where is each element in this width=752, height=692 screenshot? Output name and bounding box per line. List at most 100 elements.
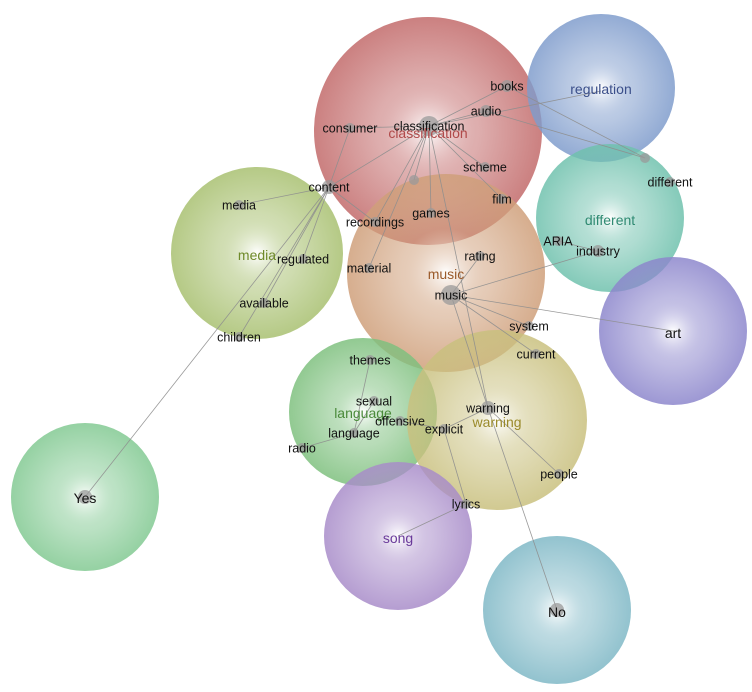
term-node-classification_t[interactable] xyxy=(419,116,439,136)
edge-music_t-art_c xyxy=(450,294,674,332)
cluster-label-art: art xyxy=(665,325,681,341)
term-label-recordings: recordings xyxy=(346,216,404,230)
edge-language_t-radio xyxy=(301,432,355,449)
term-label-sexual: sexual xyxy=(356,395,392,409)
cluster-bubble-regulation[interactable] xyxy=(527,14,675,162)
edge-lyrics-song_c xyxy=(397,503,467,537)
term-node-audio[interactable] xyxy=(480,105,492,117)
edge-classification_t-books xyxy=(428,85,508,127)
term-node-content[interactable] xyxy=(322,180,336,194)
term-node-scheme[interactable] xyxy=(480,162,490,172)
term-label-offensive: offensive xyxy=(375,415,425,429)
term-label-content: content xyxy=(308,181,350,195)
edge-warning_t-people xyxy=(487,407,560,475)
term-node-explicit[interactable] xyxy=(439,424,449,434)
edge-explicit-lyrics xyxy=(443,428,467,505)
cluster-bubble-different[interactable] xyxy=(536,144,684,292)
edge-content-recordings xyxy=(328,186,376,223)
edge-classification_t-scheme xyxy=(428,125,486,168)
term-label-available: available xyxy=(239,297,288,311)
edge-language_t-sexual xyxy=(353,400,375,434)
edge-classification_t-consumer xyxy=(349,125,430,129)
edge-books-diff_n xyxy=(506,85,646,159)
term-node-warning_t[interactable] xyxy=(481,401,495,415)
term-node-available[interactable] xyxy=(259,298,269,308)
edge-content-media_t xyxy=(238,186,330,206)
edge-content-available xyxy=(263,186,330,304)
term-node-people[interactable] xyxy=(554,469,564,479)
cluster-label-no: No xyxy=(548,604,566,620)
term-node-industry[interactable] xyxy=(592,245,604,257)
term-label-classification_t: classification xyxy=(394,120,465,134)
cluster-label-song: song xyxy=(383,530,413,546)
cluster-label-language: language xyxy=(334,405,392,421)
cluster-label-warning: warning xyxy=(471,414,521,430)
edge-warning_t-explicit xyxy=(443,407,489,430)
cluster-bubble-music[interactable] xyxy=(347,174,545,372)
term-node-games[interactable] xyxy=(426,208,436,218)
term-node-current[interactable] xyxy=(531,349,541,359)
edge-content-regulated xyxy=(302,186,330,260)
term-node-sexual[interactable] xyxy=(369,396,379,406)
node-layer xyxy=(78,80,675,617)
label-layer: classificationregulationdifferentmediamu… xyxy=(74,80,693,621)
term-node-themes[interactable] xyxy=(365,355,375,365)
term-node-different_t[interactable] xyxy=(665,177,675,187)
edge-music_t-industry xyxy=(450,250,599,296)
term-label-material: material xyxy=(347,262,391,276)
edge-classification_t-film xyxy=(428,125,503,200)
edge-music_t-warning_t xyxy=(450,294,489,409)
cluster-center-node-yes[interactable] xyxy=(78,490,92,504)
term-node-books[interactable] xyxy=(501,80,513,92)
term-node-radio[interactable] xyxy=(297,443,307,453)
term-label-scheme: scheme xyxy=(463,161,507,175)
term-node-lyrics[interactable] xyxy=(461,499,471,509)
term-label-language_t: language xyxy=(328,427,379,441)
term-node-rating[interactable] xyxy=(475,251,485,261)
term-label-radio: radio xyxy=(288,442,316,456)
term-node-system[interactable] xyxy=(524,321,534,331)
term-label-regulated: regulated xyxy=(277,253,329,267)
edge-classification_t-recordings xyxy=(374,125,430,223)
term-node-regulated[interactable] xyxy=(298,254,308,264)
cluster-bubble-warning[interactable] xyxy=(407,330,587,510)
edge-layer xyxy=(84,85,674,611)
term-node-film[interactable] xyxy=(497,194,507,204)
term-node-media_t[interactable] xyxy=(234,200,244,210)
term-label-aria: ARIA xyxy=(543,235,573,249)
term-label-games: games xyxy=(412,207,450,221)
cluster-bubble-media[interactable] xyxy=(171,167,343,339)
term-node-consumer[interactable] xyxy=(345,123,355,133)
term-label-music_t: music xyxy=(435,289,468,303)
term-node-music_t[interactable] xyxy=(441,285,461,305)
term-label-audio: audio xyxy=(471,105,502,119)
term-label-system: system xyxy=(509,320,549,334)
term-label-children: children xyxy=(217,331,261,345)
term-node-recordings[interactable] xyxy=(370,217,380,227)
term-node-unlabeled[interactable] xyxy=(409,175,419,185)
edge-classification_t-content xyxy=(328,125,430,188)
term-label-rating: rating xyxy=(464,250,495,264)
term-node-children[interactable] xyxy=(234,332,244,342)
edge-classification_t-warning_t xyxy=(428,125,489,409)
edge-aria-industry xyxy=(557,240,599,252)
term-node-offensive[interactable] xyxy=(395,416,405,426)
cluster-label-different: different xyxy=(585,212,635,228)
term-node-unlabeled[interactable] xyxy=(640,153,650,163)
term-node-aria[interactable] xyxy=(553,236,563,246)
cluster-center-node-no[interactable] xyxy=(550,603,564,617)
term-node-language_t[interactable] xyxy=(349,428,359,438)
term-label-film: film xyxy=(492,193,511,207)
edge-content-consumer xyxy=(328,127,351,188)
term-label-warning_t: warning xyxy=(465,402,510,416)
cluster-layer xyxy=(11,14,747,684)
edge-audio-diff_n xyxy=(485,110,646,159)
term-label-current: current xyxy=(517,348,556,362)
edge-explicit-offensive xyxy=(399,420,445,430)
term-node-material[interactable] xyxy=(364,263,374,273)
term-label-themes: themes xyxy=(350,354,391,368)
cluster-bubble-language[interactable] xyxy=(289,338,437,486)
term-label-people: people xyxy=(540,468,578,482)
